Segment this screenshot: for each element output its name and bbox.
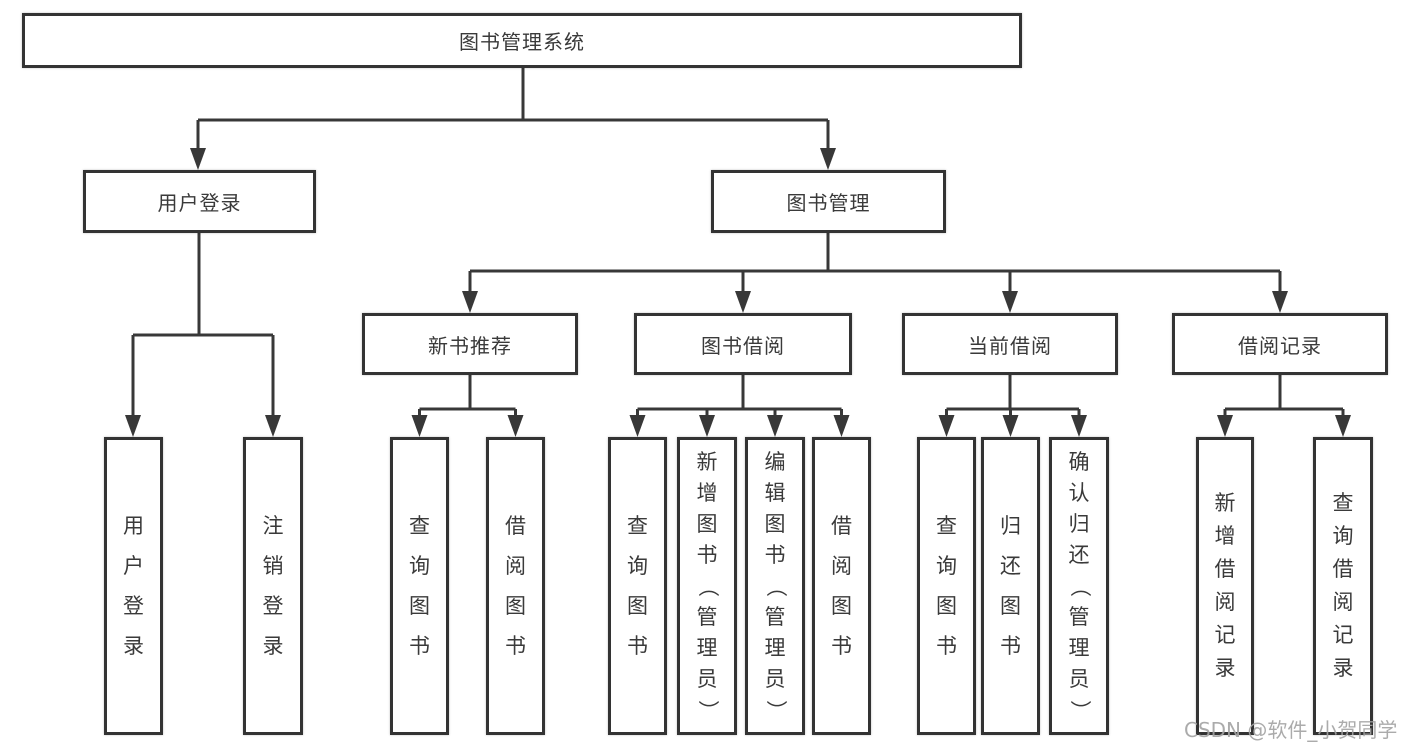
- leaf-add-borrow-record: 新增借阅记录: [1196, 437, 1254, 735]
- node-book-management: 图书管理: [711, 170, 946, 233]
- node-book-borrow: 图书借阅: [634, 313, 852, 375]
- leaf-edit-book-admin: 编辑图书（管理员）: [745, 437, 805, 735]
- watermark: CSDN @软件_小贺同学: [1184, 718, 1398, 742]
- leaf-return-books: 归还图书: [981, 437, 1040, 735]
- node-borrow-records: 借阅记录: [1172, 313, 1388, 375]
- leaf-user-login: 用户登录: [104, 437, 163, 735]
- node-user-login: 用户登录: [83, 170, 316, 233]
- leaf-logout: 注销登录: [243, 437, 303, 735]
- leaf-borrow-books: 借阅图书: [812, 437, 871, 735]
- leaf-recommend-query-books: 查询图书: [390, 437, 449, 735]
- arrowheads: [125, 148, 1351, 437]
- leaf-current-query-books: 查询图书: [917, 437, 976, 735]
- leaf-borrow-query-books: 查询图书: [608, 437, 667, 735]
- leaf-confirm-return-admin: 确认归还（管理员）: [1049, 437, 1109, 735]
- leaf-query-borrow-record: 查询借阅记录: [1313, 437, 1373, 735]
- node-current-borrow: 当前借阅: [902, 313, 1118, 375]
- leaf-recommend-borrow-books: 借阅图书: [486, 437, 545, 735]
- leaf-add-book-admin: 新增图书（管理员）: [677, 437, 737, 735]
- node-library-system: 图书管理系统: [22, 13, 1022, 68]
- node-new-book-recommend: 新书推荐: [362, 313, 578, 375]
